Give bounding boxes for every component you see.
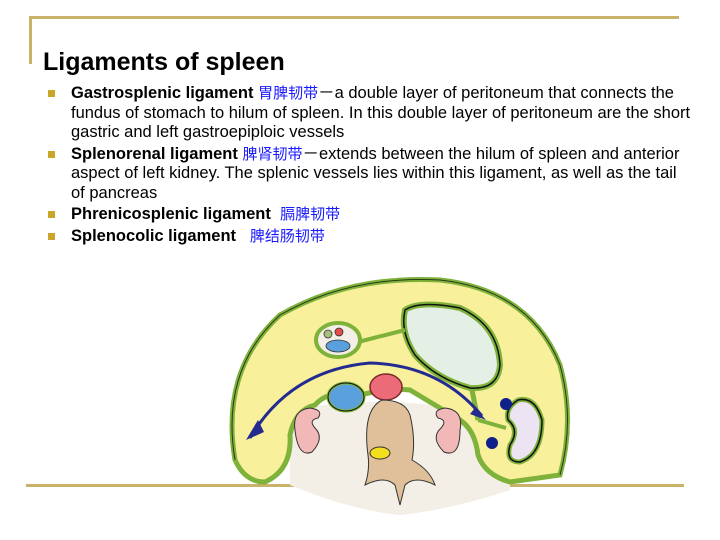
ligament-list: Gastrosplenic ligament 胃脾韧带－a double lay… [47,84,692,248]
chinese-term: 脾肾韧带 [242,144,303,163]
list-item-splenorenal: Splenorenal ligament 脾肾韧带－extends betwee… [47,145,692,204]
description: extends between the hilum of spleen and … [71,144,680,202]
description: a double layer of peritoneum that connec… [71,84,691,141]
list-item-splenocolic: Splenocolic ligament 脾结肠韧带 [47,227,692,247]
separator: － [302,144,319,163]
omental-bursa-arrow [248,361,484,439]
aorta [369,373,403,401]
right-kidney [294,407,321,454]
term: Splenorenal ligament [71,144,238,163]
chinese-term: 胃脾韧带 [258,84,319,102]
abdominal-cross-section-diagram [229,276,570,515]
slide-title: Ligaments of spleen [43,48,285,76]
chinese-term: 脾结肠韧带 [249,226,325,245]
chinese-term: 膈脾韧带 [280,205,341,223]
separator: － [318,84,335,102]
splenic-vessel-lower [486,437,498,449]
bullet-square-icon [48,211,55,218]
term: Splenocolic ligament [71,226,237,245]
decorative-top-rule [30,16,679,19]
list-item-gastrosplenic: Gastrosplenic ligament 胃脾韧带－a double lay… [47,84,692,143]
term: Phrenicosplenic ligament [71,205,271,223]
spinal-cord [369,446,391,460]
term: Gastrosplenic ligament [71,84,254,102]
list-item-phrenicosplenic: Phrenicosplenic ligament 膈脾韧带 [47,205,692,225]
decorative-left-rule [29,16,32,64]
bullet-square-icon [48,150,55,158]
bullet-square-icon [48,232,55,240]
vertebra [364,399,436,506]
left-kidney [435,407,462,454]
splenic-vessel-upper [500,398,512,410]
bullet-square-icon [48,90,55,97]
